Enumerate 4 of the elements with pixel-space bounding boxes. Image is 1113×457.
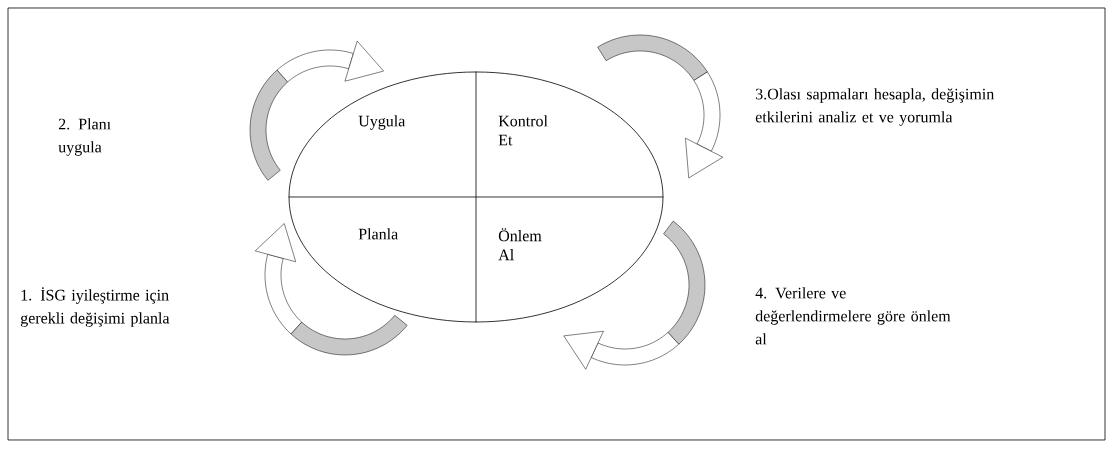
step-text: 3.Olası sapmaları hesapla, değişimin etkilerini analiz et ve yorumla [755, 88, 995, 126]
step-text: 4. Verilere ve değerlendirmelere göre önlem al [755, 287, 951, 345]
step-text: 1. İSG iyileştirme için gerekli değişimi planla [20, 287, 170, 327]
step-text: 2. Planı uygula [58, 118, 111, 156]
